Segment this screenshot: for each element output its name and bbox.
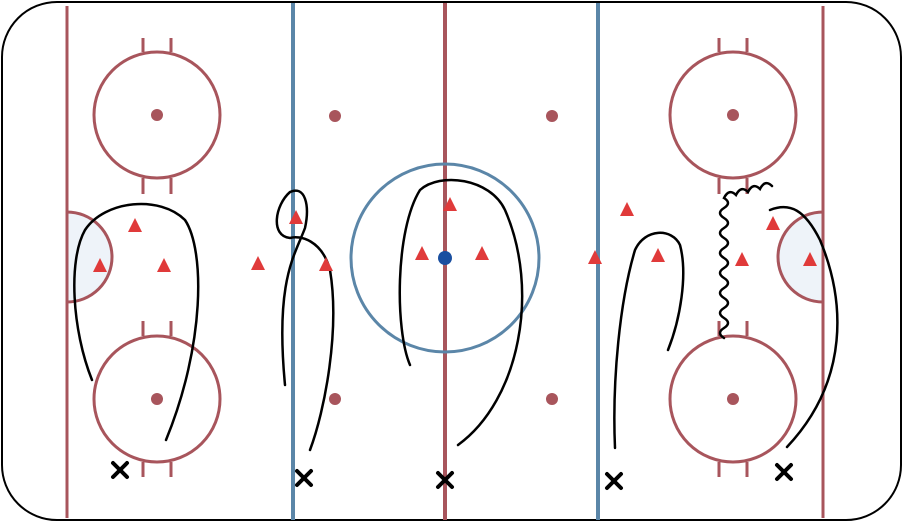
faceoff-circle-top-left	[92, 38, 222, 194]
skate-path-3	[398, 178, 524, 447]
center-faceoff-dot	[438, 251, 452, 265]
player-triangle-icon	[443, 197, 457, 211]
players-group	[93, 197, 817, 272]
player-triangle-icon	[415, 246, 429, 260]
player-triangle-icon	[128, 218, 142, 232]
player-triangle-icon	[766, 216, 780, 230]
player-triangle-icon	[475, 246, 489, 260]
player-triangle-icon	[735, 252, 749, 266]
neutral-dot-bottom-left	[329, 393, 341, 405]
neutral-dot-top-left	[329, 110, 341, 122]
player-triangle-icon	[93, 258, 107, 272]
x-mark-icon	[775, 463, 793, 481]
player-triangle-icon	[157, 258, 171, 272]
skate-path-1	[73, 202, 200, 442]
skate-path-4	[613, 231, 685, 450]
faceoff-circle-bottom-left	[92, 321, 222, 477]
x-mark-icon	[295, 469, 313, 487]
player-triangle-icon	[251, 256, 265, 270]
player-triangle-icon	[803, 252, 817, 266]
center-faceoff-circle	[349, 162, 541, 354]
shot-targets-group	[111, 461, 793, 490]
x-mark-icon	[111, 461, 129, 479]
neutral-dot-top-right	[546, 110, 558, 122]
player-triangle-icon	[319, 257, 333, 271]
player-triangle-icon	[588, 250, 602, 264]
skate-path-5	[768, 205, 839, 449]
player-triangle-icon	[620, 202, 634, 216]
player-triangle-icon	[289, 210, 303, 224]
neutral-dot-bottom-right	[546, 393, 558, 405]
skate-path-2	[275, 189, 335, 452]
left-goal-crease	[65, 210, 114, 304]
puck-carry-wavy-path	[718, 181, 774, 340]
x-mark-icon	[436, 471, 454, 489]
player-triangle-icon	[651, 248, 665, 262]
x-mark-icon	[605, 472, 623, 490]
